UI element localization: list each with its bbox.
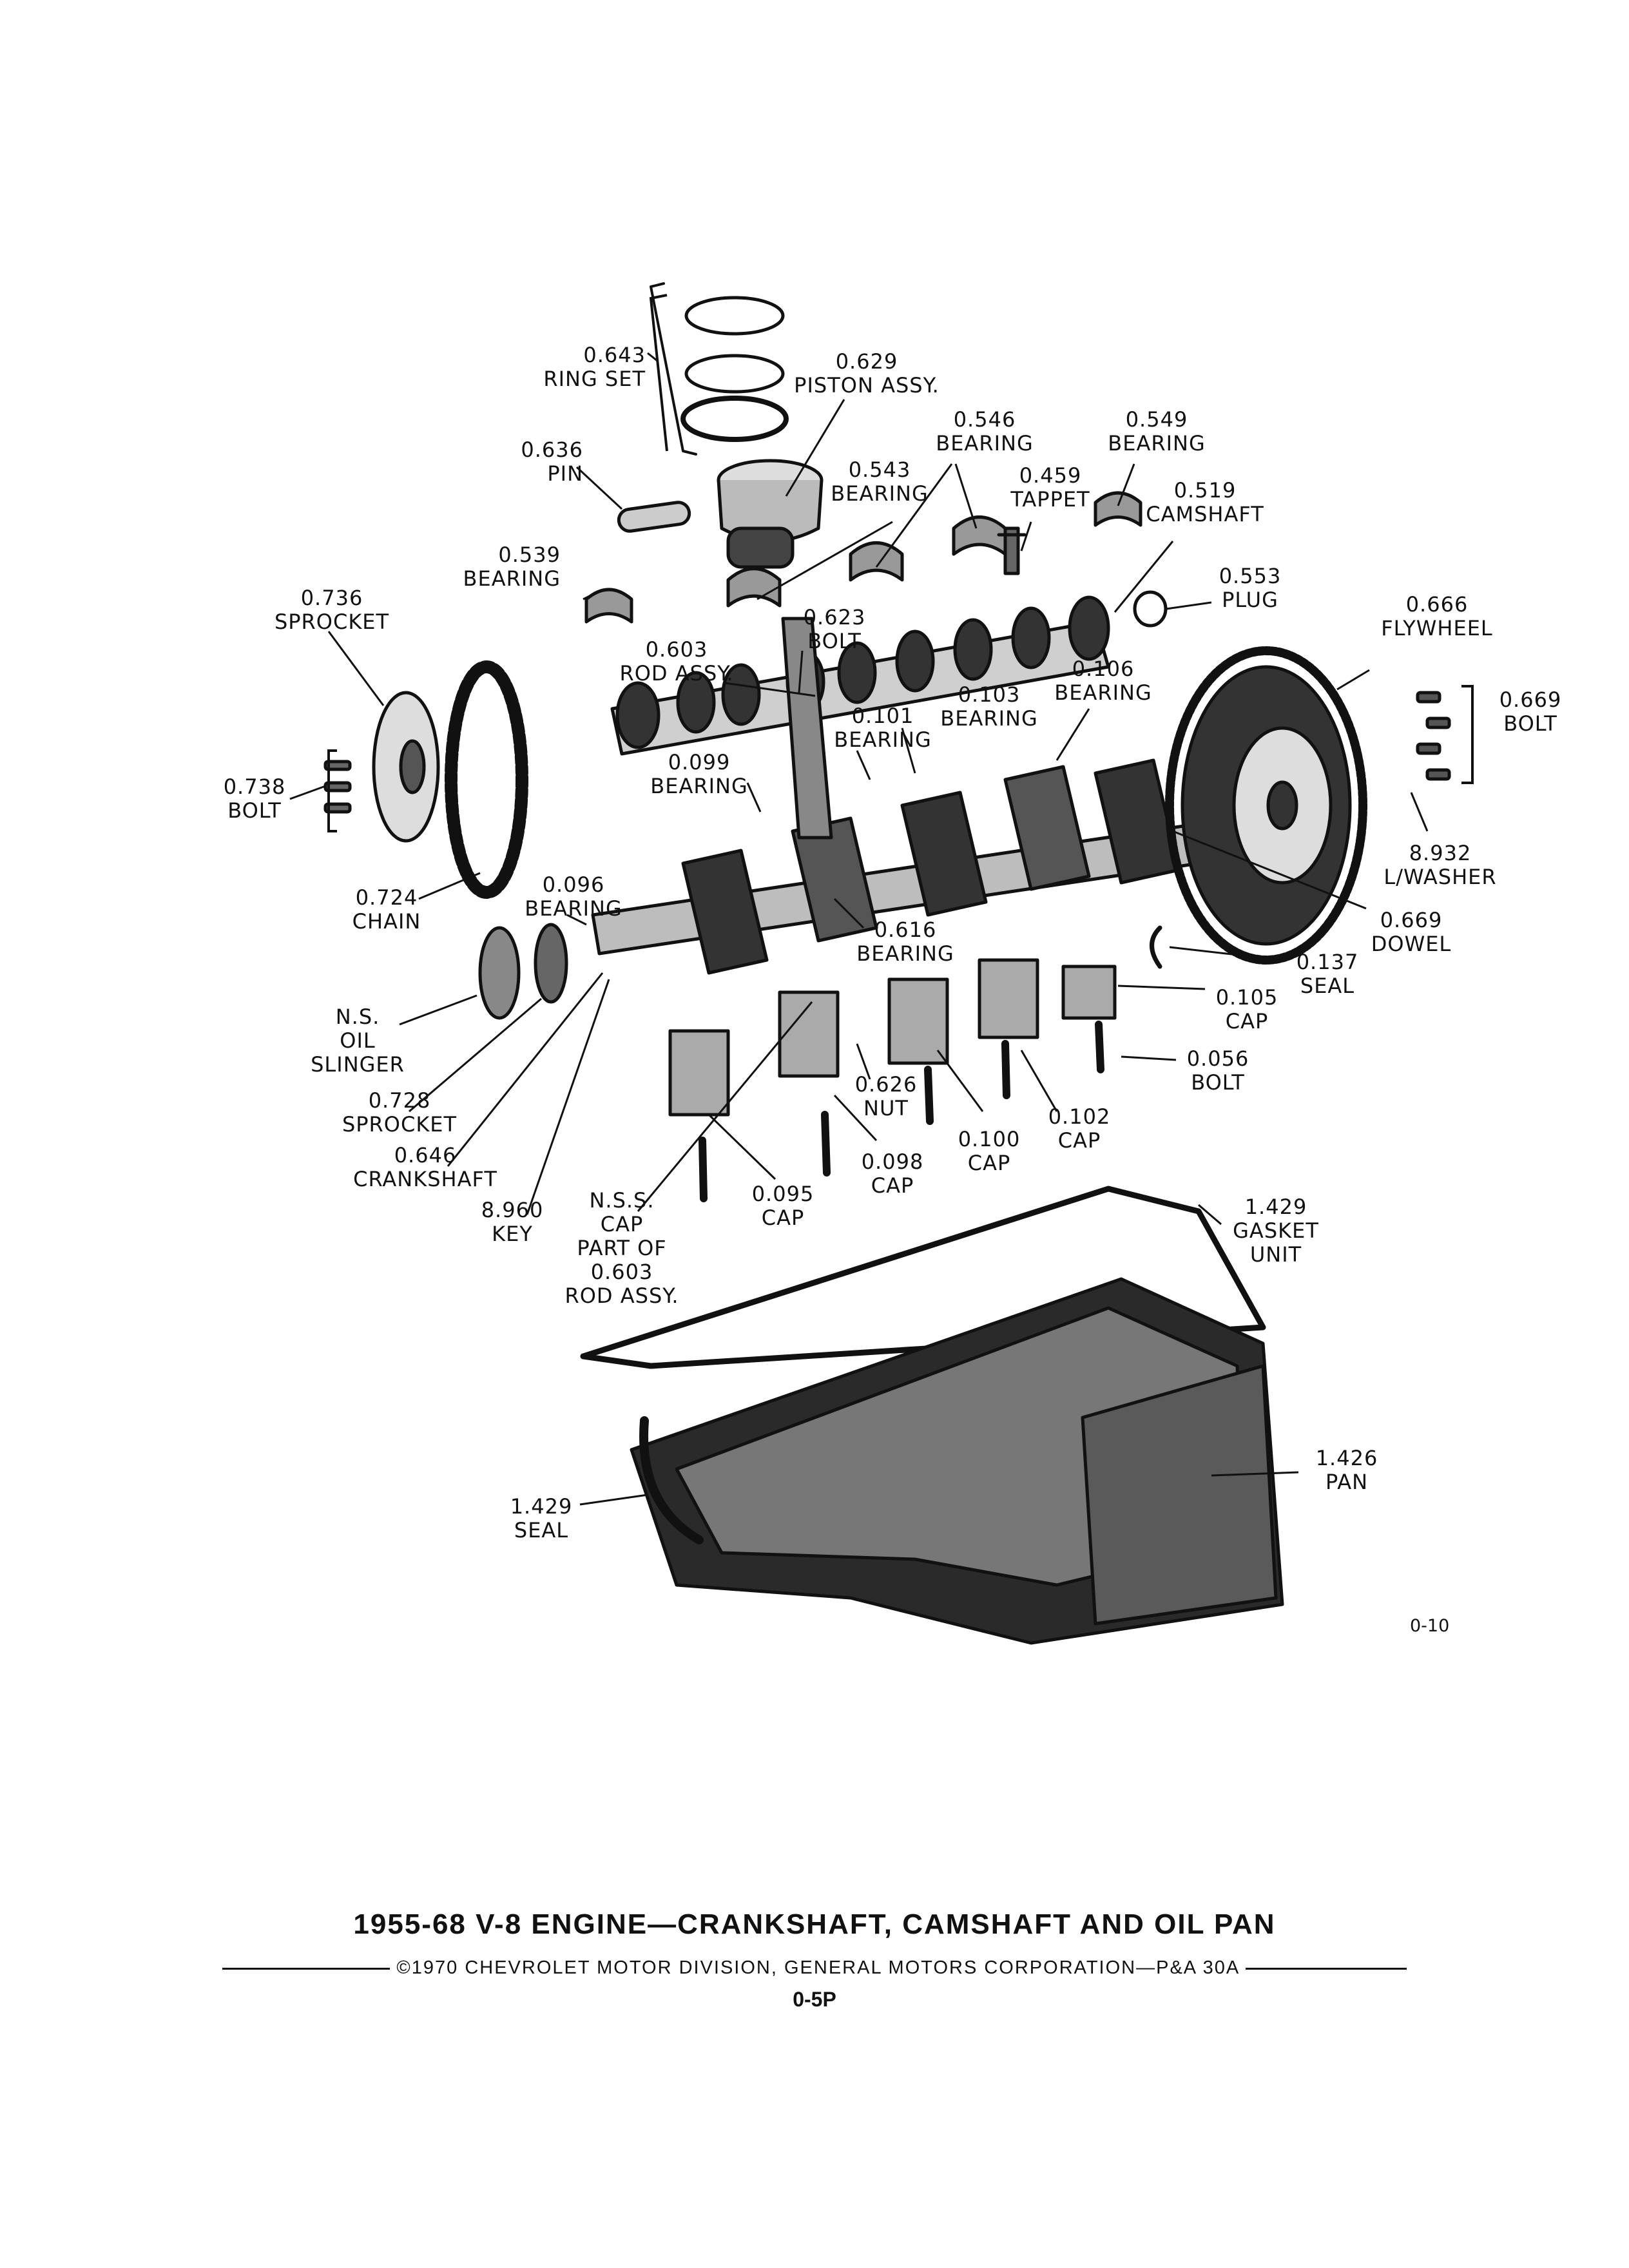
label-bearing-099: 0.099 BEARING [650, 750, 748, 798]
label-bolt-056: 0.056 BOLT [1186, 1046, 1249, 1095]
label-seal-1429: 1.429 SEAL [510, 1494, 573, 1542]
label-sprocket-728: 0.728 SPROCKET [342, 1088, 458, 1137]
label-bearing-096: 0.096 BEARING [525, 872, 622, 921]
label-bolt-623: 0.623 BOLT [803, 605, 866, 653]
page-title: 1955-68 V-8 ENGINE—CRANKSHAFT, CAMSHAFT … [353, 1908, 1276, 1940]
label-cap-098: 0.098 CAP [861, 1149, 924, 1198]
label-rod-assy: 0.603 ROD ASSY. [619, 637, 734, 686]
pan-gasket-part [580, 1186, 1266, 1369]
flywheel-part [1165, 646, 1367, 965]
label-plug: 0.553 PLUG [1219, 564, 1282, 612]
label-crankshaft: 0.646 CRANKSHAFT [353, 1143, 497, 1191]
label-bearing-549: 0.549 BEARING [1108, 407, 1206, 456]
rod-assy-part [781, 617, 833, 840]
flywheel-bolts [1416, 691, 1451, 781]
main-caps [668, 958, 1117, 1117]
label-bolt-738: 0.738 BOLT [223, 774, 286, 823]
label-sprocket-736: 0.736 SPROCKET [274, 586, 390, 634]
label-pin: 0.636 PIN [521, 437, 583, 486]
label-piston-assy: 0.629 PISTON ASSY. [794, 349, 940, 398]
copyright-line: ©1970 CHEVROLET MOTOR DIVISION, GENERAL … [0, 1957, 1629, 1979]
sprocket-bolts [323, 760, 352, 814]
plug-part [1133, 590, 1168, 628]
rule-right [1245, 1967, 1407, 1970]
upper-bearings [584, 491, 1142, 624]
label-bearing-101: 0.101 BEARING [834, 704, 932, 752]
leader-lines [289, 352, 1429, 1506]
label-cap-095: 0.095 CAP [751, 1182, 815, 1230]
label-bearing-106: 0.106 BEARING [1054, 657, 1152, 705]
label-camshaft: 0.519 CAMSHAFT [1146, 478, 1264, 526]
label-gasket-unit: 1.429 GASKET UNIT [1233, 1195, 1319, 1267]
timing-chain-part [445, 660, 528, 899]
label-pan: 1.426 PAN [1315, 1446, 1378, 1494]
label-bearing-543: 0.543 BEARING [831, 457, 929, 506]
pan-seal-part [639, 1416, 704, 1544]
rule-left [222, 1967, 390, 1970]
label-dowel: 0.669 DOWEL [1371, 908, 1452, 956]
figure-code: 0-10 [1410, 1616, 1450, 1636]
label-chain: 0.724 CHAIN [352, 885, 421, 934]
label-brackets [327, 294, 1474, 832]
label-ring-set: 0.643 RING SET [543, 343, 646, 391]
label-bearing-546: 0.546 BEARING [936, 407, 1034, 456]
label-cap-105: 0.105 CAP [1215, 985, 1278, 1033]
label-bearing-539: 0.539 BEARING [463, 543, 561, 591]
label-cap-102: 0.102 CAP [1048, 1104, 1111, 1153]
label-lwasher: 8.932 L/WASHER [1383, 841, 1497, 889]
oil-pan-part [630, 1277, 1284, 1645]
copyright-text: ©1970 CHEVROLET MOTOR DIVISION, GENERAL … [396, 1957, 1239, 1978]
timing-sprocket-part [372, 691, 440, 843]
label-nut: 0.626 NUT [854, 1072, 918, 1120]
label-oil-slinger: N.S. OIL SLINGER [311, 1004, 405, 1077]
piston-part [717, 459, 824, 569]
label-bolt-669: 0.669 BOLT [1499, 687, 1562, 736]
label-cap-100: 0.100 CAP [958, 1127, 1021, 1175]
label-tappet: 0.459 TAPPET [1010, 463, 1090, 512]
label-nss-cap: N.S.S. CAP PART OF 0.603 ROD ASSY. [564, 1188, 679, 1308]
tappet-part [997, 526, 1027, 575]
rear-seal-part [1150, 925, 1162, 969]
page-number: 0-5P [793, 1988, 836, 2011]
label-bearing-616: 0.616 BEARING [856, 918, 954, 966]
pin-part [617, 501, 691, 533]
label-bearing-103: 0.103 BEARING [940, 682, 1038, 731]
cap-bolts [699, 1021, 1104, 1202]
front-sprocket-slinger [478, 923, 568, 1020]
label-seal-137: 0.137 SEAL [1296, 950, 1359, 998]
label-flywheel: 0.666 FLYWHEEL [1381, 592, 1493, 640]
crankshaft-part [591, 758, 1200, 975]
ring-set-part [650, 282, 789, 456]
label-key: 8.960 KEY [481, 1198, 544, 1246]
